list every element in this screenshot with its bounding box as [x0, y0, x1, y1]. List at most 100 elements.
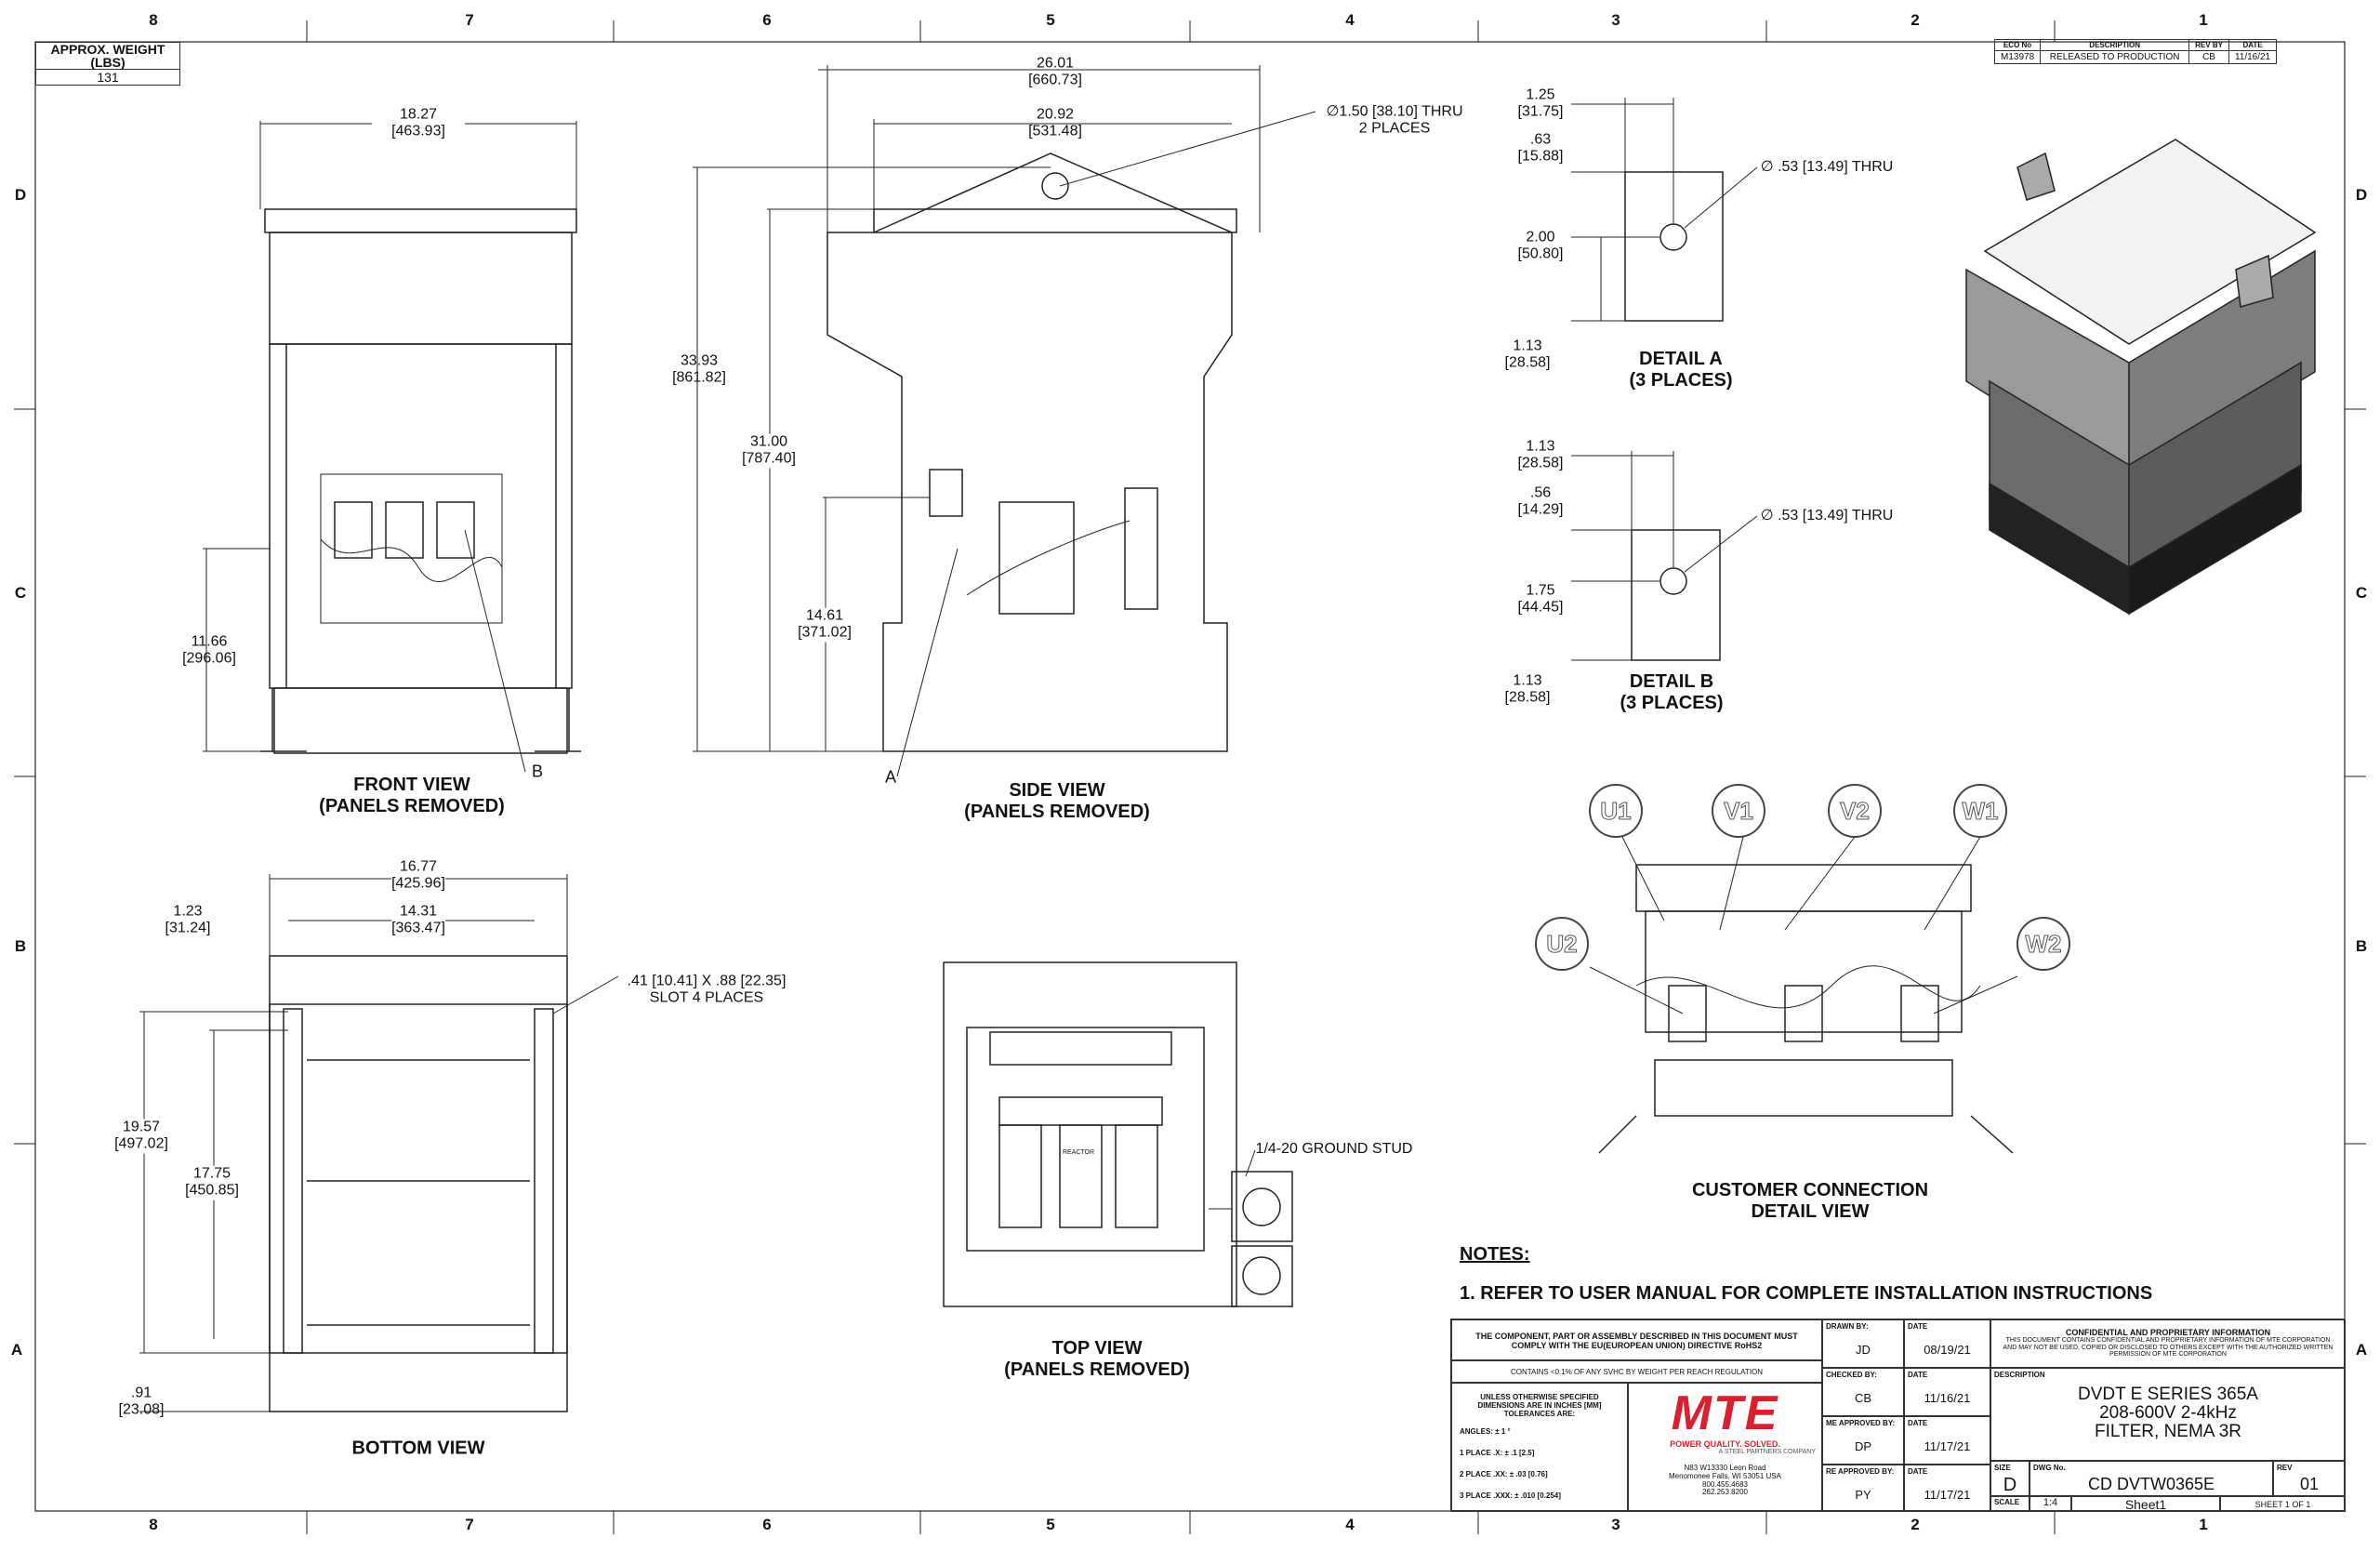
checked-by-cell: CHECKED BY:CB	[1822, 1368, 1904, 1416]
isometric-view	[1965, 139, 2317, 616]
front-dim-height: 11.66296.06	[182, 634, 236, 669]
terminal-v2-callout: V2	[1828, 784, 1882, 838]
mte-logo: MTE	[1671, 1386, 1779, 1440]
address-line: N83 W13330 Leon Road	[1684, 1464, 1766, 1472]
zone-row-d-right: D	[2355, 186, 2368, 205]
zone-row-d: D	[14, 186, 27, 205]
tolerance-angles: ANGLES: ± 1 °	[1460, 1427, 1511, 1436]
side-dim-overall-width: 26.01660.73	[1028, 56, 1082, 90]
detail-a-dim-2: .6315.88	[1518, 132, 1564, 166]
phone-line: 800.455.4683	[1702, 1479, 1748, 1489]
side-dim-stud-height: 14.61371.02	[798, 607, 852, 643]
detail-a-title: DETAIL A(3 PLACES)	[1629, 349, 1733, 391]
zone-row-a: A	[10, 1341, 23, 1359]
front-view-title: FRONT VIEW(PANELS REMOVED)	[319, 775, 505, 816]
zone-col-3: 3	[1611, 11, 1620, 30]
rev-header-date: DATE	[2228, 39, 2278, 51]
bottom-dim-depth: 19.57497.02	[114, 1119, 168, 1154]
confidential-heading: CONFIDENTIAL AND PROPRIETARY INFORMATION	[2065, 1328, 2271, 1337]
rev-description: RELEASED TO PRODUCTION	[2040, 50, 2190, 64]
reach-statement: CONTAINS <0.1% OF ANY SVHC BY WEIGHT PER…	[1451, 1360, 1822, 1383]
drawn-by-cell: DRAWN BY:JD	[1822, 1319, 1904, 1368]
bottom-slot-note: .41 [10.41] X .88 [22.35]SLOT 4 PLACES	[627, 973, 787, 1006]
zone-col-5-bottom: 5	[1046, 1516, 1055, 1534]
terminal-w2-callout: W2	[2016, 917, 2070, 971]
customer-connection-outline	[1589, 836, 2018, 1154]
zone-col-7-bottom: 7	[465, 1516, 474, 1534]
rev-header-eco: ECO No	[1993, 39, 2042, 51]
checked-by: CB	[1854, 1391, 1872, 1405]
zone-col-3-bottom: 3	[1611, 1516, 1620, 1534]
terminal-v1-callout: V1	[1712, 784, 1765, 838]
zone-col-8: 8	[149, 11, 158, 30]
zone-row-b: B	[14, 937, 27, 956]
side-view-title: SIDE VIEW(PANELS REMOVED)	[964, 780, 1150, 822]
zone-col-4-bottom: 4	[1345, 1516, 1355, 1534]
re-approved-date: 11/17/21	[1924, 1488, 1971, 1502]
terminal-u2-callout: U2	[1535, 917, 1589, 971]
scale-cell: SCALE	[1990, 1496, 2030, 1512]
rohs-statement: THE COMPONENT, PART OR ASSEMBLY DESCRIBE…	[1451, 1319, 1822, 1360]
company-parent: A STEEL PARTNERS COMPANY	[1718, 1449, 1816, 1455]
description-text: DVDT E SERIES 365A 208-600V 2-4kHz FILTE…	[1991, 1385, 2345, 1441]
drawn-by: JD	[1856, 1343, 1871, 1357]
detail-a-hole-note: ∅ .53 [13.49] THRU	[1760, 158, 1894, 175]
re-approved-by: PY	[1855, 1488, 1871, 1502]
rev-date: 11/16/21	[2228, 50, 2278, 64]
ground-stud-note: 1/4-20 GROUND STUD	[1255, 1140, 1413, 1157]
re-approved-cell: RE APPROVED BY:PY	[1822, 1465, 1904, 1512]
front-dim-width: 18.27463.93	[391, 107, 445, 141]
bottom-dim-width: 16.77425.96	[391, 858, 445, 894]
phone-line: 262.253.8200	[1702, 1488, 1748, 1497]
rev-eco: M13978	[1993, 50, 2042, 64]
sheet-number: SHEET 1 OF 1	[2220, 1496, 2346, 1512]
front-callout-b: B	[531, 762, 544, 781]
zone-col-8-bottom: 8	[149, 1516, 158, 1534]
tolerance-heading: UNLESS OTHERWISE SPECIFIED DIMENSIONS AR…	[1477, 1393, 1602, 1418]
rev-by: CB	[2188, 50, 2229, 64]
bottom-view-title: BOTTOM VIEW	[351, 1438, 485, 1459]
zone-col-2-bottom: 2	[1911, 1516, 1920, 1534]
drawn-date: 08/19/21	[1924, 1343, 1971, 1357]
detail-b-title: DETAIL B(3 PLACES)	[1620, 671, 1724, 713]
detail-a-outline	[1571, 98, 1758, 322]
rev-header-by: REV BY	[2188, 39, 2229, 51]
zone-col-1: 1	[2199, 11, 2208, 30]
bottom-dim-slot-spacing: 14.31363.47	[391, 903, 445, 938]
zone-col-2: 2	[1911, 11, 1920, 30]
bottom-view-outline	[139, 874, 619, 1412]
zone-col-4: 4	[1345, 11, 1355, 30]
front-view-outline	[203, 121, 581, 773]
dwg-no-value: CD DVTW0365E	[2087, 1475, 2215, 1493]
zone-row-c-right: C	[2355, 584, 2368, 603]
revision-table: ECO No DESCRIPTION REV BY DATE M13978 RE…	[1993, 39, 2278, 64]
tolerance-2-place: 2 PLACE .XX: ± .03 [0.76]	[1460, 1470, 1548, 1478]
company-block: MTE POWER QUALITY. SOLVED. A STEEL PARTN…	[1628, 1383, 1822, 1512]
side-dim-overall-height: 33.93861.82	[672, 353, 726, 388]
company-tagline: POWER QUALITY. SOLVED.	[1670, 1439, 1780, 1449]
tolerances-block: UNLESS OTHERWISE SPECIFIED DIMENSIONS AR…	[1451, 1383, 1628, 1512]
terminal-w1-callout: W1	[1953, 784, 2007, 838]
top-view-outline	[943, 961, 1293, 1307]
detail-b-dim-4: 1.1328.58	[1505, 673, 1551, 708]
side-view-outline	[693, 65, 1316, 777]
description-line: FILTER, NEMA 3R	[2094, 1421, 2241, 1441]
size-value: D	[2003, 1475, 2017, 1495]
top-view-title: TOP VIEW(PANELS REMOVED)	[1004, 1338, 1190, 1380]
tolerance-3-place: 3 PLACE .XXX: ± .010 [0.254]	[1460, 1491, 1561, 1500]
zone-ticks	[14, 20, 2366, 1534]
side-callout-a: A	[884, 767, 897, 787]
weight-label: APPROX. WEIGHT (LBS)	[36, 43, 179, 70]
zone-col-5: 5	[1046, 11, 1055, 30]
confidential-text: THIS DOCUMENT CONTAINS CONFIDENTIAL AND …	[2003, 1337, 2334, 1359]
zone-col-6: 6	[762, 11, 772, 30]
bottom-dim-slot-depth: 17.75450.85	[185, 1165, 239, 1200]
side-dim-height: 31.00787.40	[742, 433, 796, 469]
revision-row: M13978 RELEASED TO PRODUCTION CB 11/16/2…	[1993, 50, 2278, 64]
zone-col-6-bottom: 6	[762, 1516, 772, 1534]
